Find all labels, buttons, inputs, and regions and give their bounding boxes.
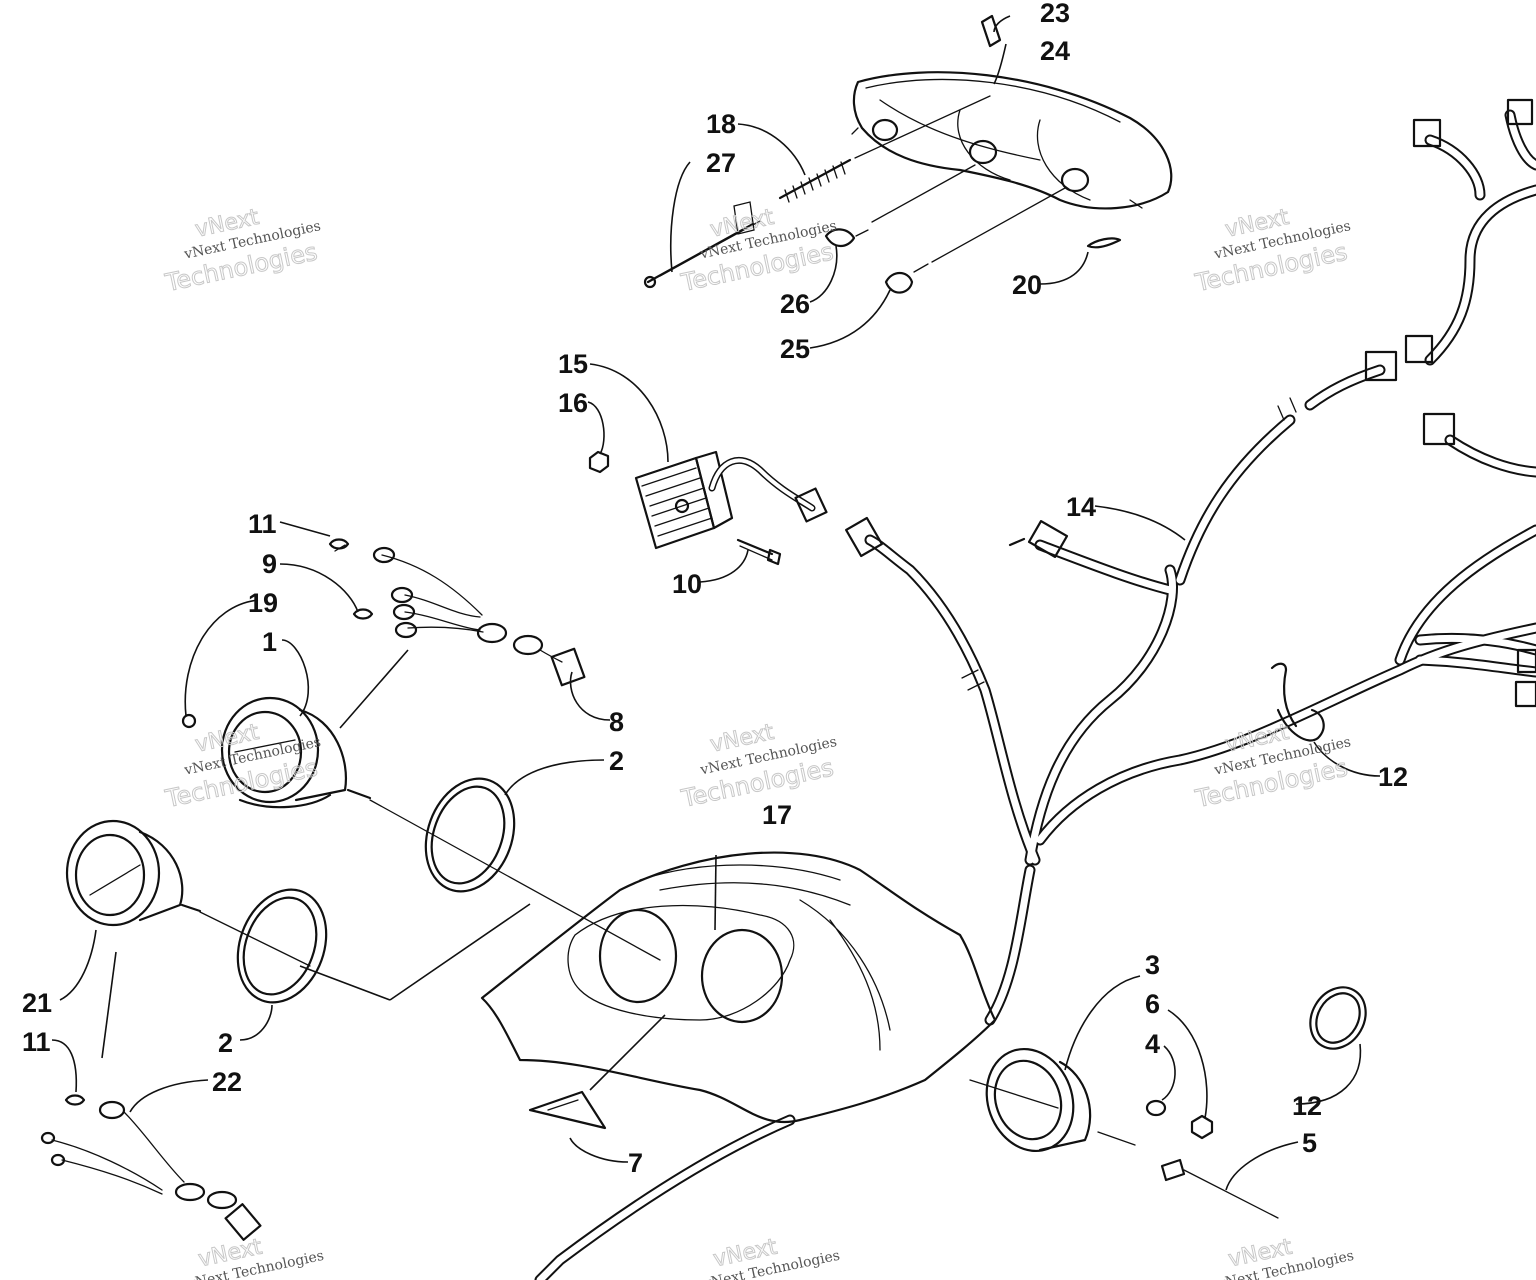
callout-5: 5 <box>1302 1128 1317 1158</box>
washer-part-4 <box>1145 1099 1167 1117</box>
nut-part-6 <box>1190 1114 1214 1140</box>
bulb-part-9 <box>352 608 374 620</box>
decal-part-7 <box>528 1014 666 1130</box>
watermark-top-left: vNext vNext Technologies Technologies <box>162 204 323 297</box>
callout-2-upper: 2 <box>609 746 624 776</box>
cable-tie-part-12-lower <box>1309 986 1367 1050</box>
bezel-part-2-lower <box>236 888 328 1004</box>
callout-6: 6 <box>1145 989 1160 1019</box>
callout-16: 16 <box>558 388 588 418</box>
callout-23: 23 <box>1040 0 1070 28</box>
callout-24: 24 <box>1040 36 1070 66</box>
callout-1: 1 <box>262 627 277 657</box>
callout-11-upper: 11 <box>248 509 277 539</box>
watermark-mid-right: vNext vNext Technologies Technologies <box>1192 719 1353 813</box>
screw-part-27 <box>643 201 761 289</box>
callout-15: 15 <box>558 349 588 379</box>
callout-18: 18 <box>706 109 736 139</box>
watermark-top-right: vNext vNext Technologies Technologies <box>1192 204 1353 297</box>
callout-21: 21 <box>22 988 52 1018</box>
callout-26: 26 <box>780 289 810 319</box>
watermark-bottom-right: vNext vNext Technologies <box>1215 1234 1355 1280</box>
bulb-part-26 <box>824 164 976 248</box>
callout-12-lower: 12 <box>1292 1091 1322 1121</box>
callout-labels: 23 24 18 27 26 25 20 15 16 14 11 9 10 19… <box>22 0 1408 1178</box>
headlight-assembly <box>851 71 1173 210</box>
callout-27: 27 <box>706 148 736 178</box>
gauge-part-3 <box>969 1047 1136 1153</box>
callout-8: 8 <box>609 707 624 737</box>
spring-part-18 <box>778 95 991 203</box>
clip-part-20 <box>1086 237 1122 249</box>
callout-11-lower: 11 <box>22 1027 51 1057</box>
callout-10: 10 <box>672 569 702 599</box>
callout-25: 25 <box>780 334 810 364</box>
screw-part-19 <box>181 713 197 729</box>
watermark-mid-left: vNext vNext Technologies Technologies <box>162 719 323 813</box>
callout-14: 14 <box>1066 492 1096 522</box>
cable-part-5 <box>1160 1158 1279 1219</box>
bulb-part-11-upper <box>328 538 350 550</box>
tachometer-part-21 <box>65 819 311 1059</box>
bolt-part-10 <box>736 538 782 566</box>
callout-4: 4 <box>1145 1029 1160 1059</box>
callout-9: 9 <box>262 549 277 579</box>
leader-lines <box>51 15 1381 1191</box>
callout-7: 7 <box>628 1148 643 1178</box>
callout-19: 19 <box>248 588 278 618</box>
watermark-mid-center: vNext vNext Technologies Technologies <box>678 719 839 813</box>
gauge-harness-part-22 <box>40 1094 262 1241</box>
regulator-part-15 <box>634 450 828 550</box>
callout-12-upper: 12 <box>1378 762 1408 792</box>
bezel-part-2-upper <box>424 777 516 893</box>
cable-tie-part-12 <box>1270 662 1325 742</box>
main-wiring-harness <box>534 98 1536 1280</box>
instrument-pod-part-17 <box>299 851 997 1123</box>
callout-17: 17 <box>762 800 792 830</box>
watermark-bottom-center: vNext vNext Technologies <box>701 1234 841 1280</box>
speedometer-part-1 <box>220 649 661 961</box>
callout-22: 22 <box>212 1067 242 1097</box>
callout-2-lower: 2 <box>218 1028 233 1058</box>
watermark-top-center: vNext vNext Technologies Technologies <box>678 204 839 297</box>
callout-20: 20 <box>1012 270 1042 300</box>
callout-3: 3 <box>1145 950 1160 980</box>
nut-part-16 <box>588 450 610 474</box>
bracket-part-23 <box>980 14 1002 48</box>
bulb-part-25 <box>884 187 1066 294</box>
